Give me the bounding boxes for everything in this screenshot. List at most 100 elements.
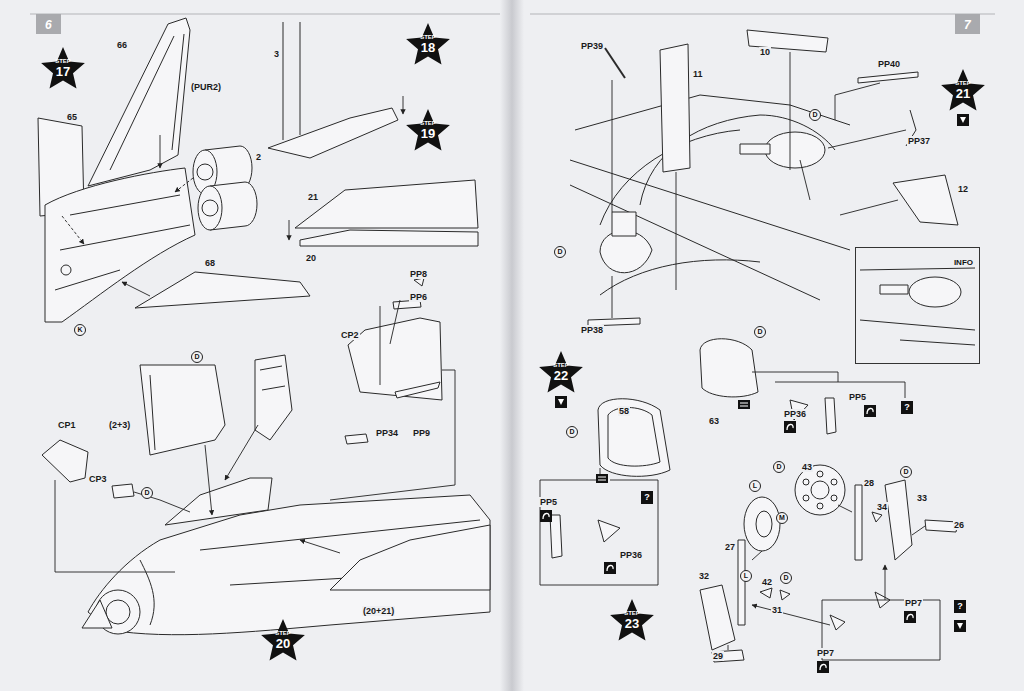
- glue-letter: D: [776, 463, 781, 471]
- part-number: (2+3): [108, 420, 131, 430]
- part-number: PP37: [907, 136, 931, 146]
- part-number: 66: [116, 40, 128, 50]
- option-mark: ?: [957, 601, 963, 612]
- parts: [38, 18, 975, 662]
- part-number: PP40: [877, 59, 901, 69]
- part-number: 20: [305, 253, 317, 263]
- step-word: STEP: [940, 80, 986, 87]
- part-number: 2: [255, 152, 262, 162]
- glue-letter: D: [569, 428, 574, 436]
- info-box: INFO: [855, 247, 980, 364]
- header-rule: [530, 14, 995, 15]
- part-number: 43: [801, 462, 813, 472]
- page-number-text: 7: [964, 18, 971, 32]
- option-box: ?: [954, 600, 966, 613]
- part-number: PP7: [904, 598, 923, 608]
- part-number: PP6: [409, 292, 428, 302]
- header-rule: [30, 14, 500, 15]
- glue-mark: K: [74, 324, 86, 336]
- option-box: ?: [641, 491, 653, 504]
- step-star: STEP23: [609, 597, 655, 643]
- part-number: 28: [863, 478, 875, 488]
- glue-letter: K: [77, 326, 82, 334]
- part-number: CP1: [57, 420, 77, 430]
- glue-mark: D: [780, 572, 792, 584]
- step-star: STEP22: [538, 349, 584, 395]
- part-number: PP7: [816, 648, 835, 658]
- part-number: 32: [698, 571, 710, 581]
- option-mark: ?: [644, 492, 650, 503]
- step-number: 20: [260, 637, 306, 650]
- step-word: STEP: [40, 58, 86, 65]
- part-number: (PUR2): [190, 82, 222, 92]
- page-fold: [500, 0, 524, 691]
- part-number: 26: [953, 520, 965, 530]
- option-box: ?: [901, 401, 913, 414]
- part-number: 11: [692, 69, 704, 79]
- step-star: STEP20: [260, 617, 306, 663]
- step-word: STEP: [260, 630, 306, 637]
- page-number: 6: [36, 14, 61, 34]
- part-number: 10: [759, 47, 771, 57]
- info-title: INFO: [954, 258, 973, 267]
- glue-mark: D: [554, 246, 566, 258]
- part-number: 3: [273, 49, 280, 59]
- part-number: 42: [761, 577, 773, 587]
- glue-letter: D: [194, 353, 199, 361]
- part-number: 21: [307, 192, 319, 202]
- part-number: CP3: [88, 474, 108, 484]
- glue-mark: D: [773, 461, 785, 473]
- step-word: STEP: [609, 610, 655, 617]
- step-star: STEP21: [940, 67, 986, 113]
- part-number: 65: [66, 112, 78, 122]
- glue-mark: D: [809, 109, 821, 121]
- step-number: 22: [538, 369, 584, 382]
- step-word: STEP: [405, 34, 451, 41]
- part-number: 29: [712, 651, 724, 661]
- part-number: 68: [204, 258, 216, 268]
- step-number: 18: [405, 41, 451, 54]
- option-mark: ?: [904, 402, 910, 413]
- glue-letter: D: [783, 574, 788, 582]
- glue-letter: D: [812, 111, 817, 119]
- glue-mark: D: [900, 466, 912, 478]
- part-number: 12: [957, 184, 969, 194]
- glue-mark: D: [141, 487, 153, 499]
- glue-letter: L: [744, 572, 748, 580]
- step-number: 19: [405, 127, 451, 140]
- part-number: PP5: [848, 392, 867, 402]
- part-number: PP8: [409, 269, 428, 279]
- part-number: 63: [708, 416, 720, 426]
- step-star: STEP19: [405, 107, 451, 153]
- step-number: 21: [940, 87, 986, 100]
- part-number: PP39: [580, 41, 604, 51]
- part-number: PP5: [539, 497, 558, 507]
- part-number: 33: [916, 493, 928, 503]
- step-word: STEP: [405, 120, 451, 127]
- page-number-text: 6: [45, 18, 52, 32]
- part-number: 27: [724, 542, 736, 552]
- page-number: 7: [955, 14, 980, 34]
- step-word: STEP: [538, 362, 584, 369]
- glue-mark: L: [749, 480, 761, 492]
- part-number: PP36: [783, 409, 807, 419]
- part-number: CP2: [340, 330, 360, 340]
- part-number: PP9: [412, 428, 431, 438]
- glue-letter: D: [557, 248, 562, 256]
- glue-letter: D: [903, 468, 908, 476]
- step-star: STEP17: [40, 45, 86, 91]
- part-number: (20+21): [362, 606, 395, 616]
- glue-mark: D: [754, 326, 766, 338]
- part-number: 31: [771, 605, 783, 615]
- part-number: PP34: [375, 428, 399, 438]
- symbol-icons: [540, 114, 969, 673]
- glue-mark: D: [191, 351, 203, 363]
- step-star: STEP18: [405, 21, 451, 67]
- glue-letter: L: [753, 482, 757, 490]
- glue-mark: M: [776, 512, 788, 524]
- glue-mark: L: [740, 570, 752, 582]
- part-number: PP36: [619, 550, 643, 560]
- part-number: 58: [618, 406, 630, 416]
- glue-letter: M: [779, 514, 785, 522]
